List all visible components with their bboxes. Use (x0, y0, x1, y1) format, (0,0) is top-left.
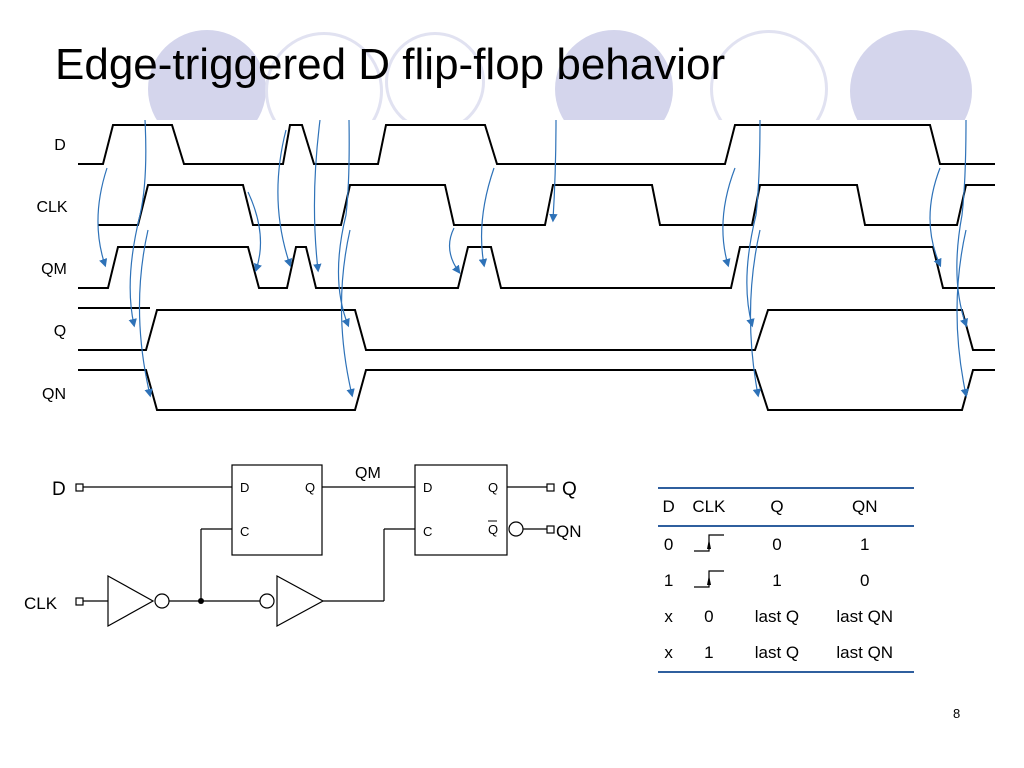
timing-diagram-panel: D CLK QM Q QN (0, 108, 1024, 420)
qn-bubble (508, 521, 524, 537)
inverter-1 (107, 574, 155, 628)
signal-label-q: Q (54, 323, 66, 340)
latch-1-pin-c: C (240, 524, 249, 539)
cell-d: x (664, 643, 673, 662)
inverter-2 (276, 574, 325, 628)
cell-qn: 0 (860, 571, 870, 590)
header-qn: QN (852, 497, 878, 516)
page-number: 8 (953, 706, 961, 721)
table-row: x 0 last Q last QN (658, 599, 914, 635)
table-row: 0 0 1 (658, 526, 914, 563)
latch-1-pin-d: D (240, 480, 249, 495)
output-q-terminal (546, 483, 555, 492)
cell-qn: 1 (860, 535, 870, 554)
cell-q: last Q (754, 607, 800, 626)
wire-junction (198, 598, 204, 604)
input-clk-terminal (75, 597, 84, 606)
cell-clk: 1 (704, 643, 714, 662)
latch-2-pin-d: D (423, 480, 432, 495)
header-q: Q (770, 497, 784, 516)
timing-diagram: D CLK QM Q QN (36, 108, 995, 411)
waveform-clk (98, 184, 995, 226)
table-row: x 1 last Q last QN (658, 635, 914, 672)
causality-arrows (97, 119, 969, 398)
waveform-d (78, 124, 995, 165)
waveform-qm (78, 246, 995, 289)
latch-2 (414, 464, 508, 556)
rising-edge-icon (693, 569, 724, 588)
latch-2-pin-q: Q (488, 480, 498, 495)
cell-q: 0 (772, 535, 782, 554)
header-clk: CLK (692, 497, 726, 516)
cell-d: x (664, 607, 673, 626)
latch-1 (231, 464, 323, 556)
circuit-schematic: D CLK QM Q QN D C Q D C Q Q (24, 464, 582, 628)
latch-2-pin-qbar: Q (488, 522, 498, 537)
label-output-qn: QN (556, 522, 582, 541)
cell-qn: last QN (836, 607, 894, 626)
truth-table-header-row: D CLK Q QN (658, 488, 914, 526)
cell-d: 1 (663, 571, 674, 590)
cell-qn: last QN (836, 643, 894, 662)
label-qm: QM (355, 465, 381, 482)
output-qn-terminal (546, 525, 555, 534)
latch-2-pin-c: C (423, 524, 432, 539)
latch-1-pin-q: Q (305, 480, 315, 495)
rising-edge-icon (679, 563, 738, 599)
inverter-1-bubble (154, 593, 170, 609)
label-input-clk: CLK (24, 594, 58, 613)
table-row: 1 1 0 (658, 563, 914, 599)
signal-label-d: D (54, 137, 66, 154)
slide-title: Edge-triggered D flip-flop behavior (55, 40, 726, 89)
input-d-terminal (75, 483, 84, 492)
waveform-qn-upper (78, 369, 995, 411)
label-input-d: D (52, 479, 66, 500)
signal-label-clk: CLK (36, 199, 67, 216)
signal-label-qm: QM (41, 261, 67, 278)
waveform-q (78, 309, 995, 351)
inverter-2-bubble (259, 593, 275, 609)
cell-q: last Q (754, 643, 800, 662)
label-output-q: Q (562, 479, 577, 500)
header-d: D (662, 497, 675, 516)
signal-label-qn: QN (42, 386, 66, 403)
cell-q: 1 (772, 571, 782, 590)
cell-d: 0 (663, 535, 674, 554)
rising-edge-icon (693, 533, 724, 552)
truth-table: D CLK Q QN 0 0 1 1 (658, 487, 914, 673)
rising-edge-icon (679, 526, 738, 563)
cell-clk: 0 (704, 607, 714, 626)
